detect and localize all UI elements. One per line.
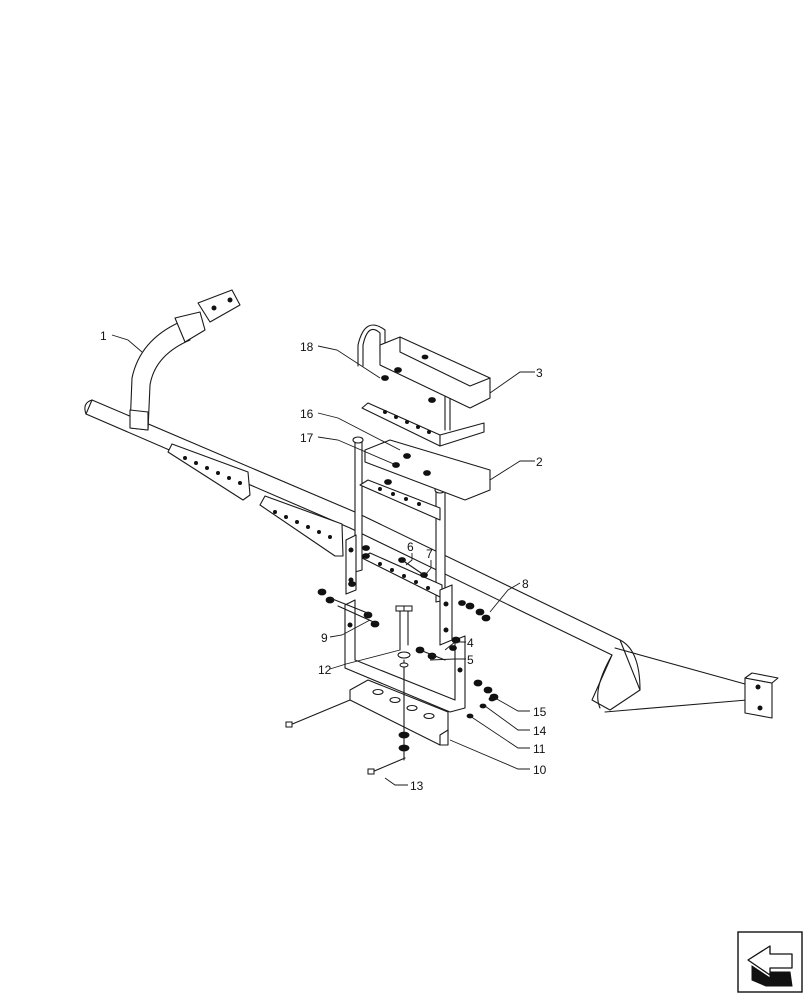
callout-2: 2 (536, 455, 543, 469)
callout-12: 12 (318, 663, 332, 677)
leader-lines (111, 334, 535, 786)
callout-7: 7 (426, 547, 433, 561)
callout-11: 11 (533, 742, 546, 756)
callout-17: 17 (300, 431, 314, 445)
return-arrow-icon[interactable] (737, 931, 803, 993)
rail-step-plate-lower (259, 495, 344, 557)
side-bracket-right (439, 584, 453, 646)
flange-plate (744, 672, 779, 719)
callout-1: 1 (100, 329, 107, 343)
callout-8: 8 (522, 577, 529, 591)
callout-4: 4 (467, 636, 474, 650)
callout-13: 13 (410, 779, 424, 793)
callout-9: 9 (321, 631, 328, 645)
u-bracket (344, 599, 466, 713)
callout-5: 5 (467, 653, 474, 667)
handrail-tube (84, 399, 748, 713)
callout-18: 18 (300, 340, 314, 354)
callout-labels: 1 2 3 4 5 6 7 8 9 10 11 12 13 14 15 16 1… (100, 329, 547, 793)
callout-14: 14 (533, 724, 547, 738)
rail-step-plate-upper (167, 443, 251, 501)
callout-6: 6 (407, 540, 414, 554)
grab-handle (129, 289, 241, 431)
callout-3: 3 (536, 366, 543, 380)
ladder-lower-section (352, 436, 491, 603)
ladder-upper-section (357, 324, 491, 447)
hardware-bolts (285, 354, 499, 775)
callout-16: 16 (300, 407, 314, 421)
callout-15: 15 (533, 705, 547, 719)
callout-10: 10 (533, 763, 547, 777)
side-bracket-left (345, 534, 357, 595)
